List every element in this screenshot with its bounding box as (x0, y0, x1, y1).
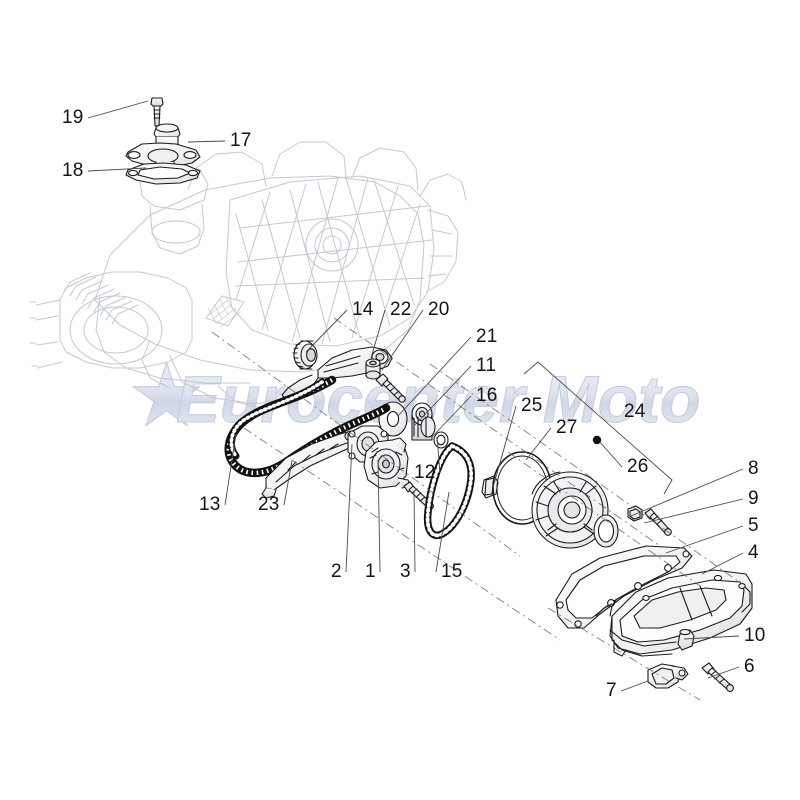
part-10-dowel-pin (677, 628, 695, 651)
callout-label-8: 8 (748, 458, 759, 479)
leader-line-10 (683, 635, 740, 640)
part-5-sump-gasket (555, 545, 693, 629)
leader-line-22 (370, 309, 386, 359)
part-19-bolt (150, 97, 164, 127)
callout-label-27: 27 (556, 417, 578, 438)
part-22-spacer-bush (365, 358, 381, 380)
callout-label-20: 20 (428, 299, 450, 320)
leader-line-3 (413, 491, 416, 573)
callout-label-1: 1 (365, 561, 376, 582)
callout-label-7: 7 (606, 680, 617, 701)
leader-line-2 (345, 443, 353, 573)
part-20-screw (375, 373, 406, 403)
callout-label-14: 14 (352, 299, 374, 320)
part-16-oring (433, 431, 449, 449)
leader-line-13 (224, 433, 237, 506)
assembly-axis-lines (211, 317, 743, 701)
callout-label-12: 12 (414, 462, 436, 483)
callout-label-3: 3 (400, 561, 411, 582)
part-18-gasket (125, 162, 201, 185)
callout-label-2: 2 (331, 561, 342, 582)
part-8-nut (627, 505, 643, 522)
callout-label-5: 5 (748, 515, 759, 536)
part-6-screw (701, 662, 734, 692)
part-14-sprocket (292, 340, 318, 370)
leader-line-11 (414, 365, 472, 426)
leader-line-20 (381, 309, 424, 371)
callout-label-23: 23 (258, 494, 280, 515)
callout-24-bracket (523, 361, 673, 495)
part-4-oil-sump (609, 569, 753, 657)
callout-label-25: 25 (521, 395, 543, 416)
part-13-timing-chain (224, 375, 391, 477)
callout-label-22: 22 (390, 299, 412, 320)
leader-line-18 (87, 167, 147, 172)
callout-label-26: 26 (627, 456, 649, 477)
callout-label-6: 6 (744, 656, 755, 677)
callout-label-18: 18 (62, 160, 84, 181)
leader-line-14 (305, 309, 348, 353)
leader-line-9 (643, 498, 744, 524)
leader-line-8 (630, 468, 744, 517)
part-11-drive-bearing (411, 402, 436, 441)
callout-label-9: 9 (748, 488, 759, 509)
leader-line-12 (436, 436, 441, 474)
leader-line-21 (397, 336, 472, 417)
leader-line-1 (377, 459, 381, 573)
leader-line-23 (283, 460, 293, 506)
leader-line-25 (493, 405, 517, 485)
callout-leader-lines (87, 100, 744, 692)
callout-label-4: 4 (748, 542, 759, 563)
part-7-strainer-bracket (647, 663, 689, 689)
callout-label-19: 19 (62, 107, 84, 128)
leader-line-5 (665, 525, 744, 554)
callout-label-11: 11 (476, 355, 497, 376)
leader-line-27 (525, 427, 552, 461)
callout-label-21: 21 (476, 326, 498, 347)
leader-line-16 (431, 395, 472, 438)
callout-label-10: 10 (744, 625, 766, 646)
part-26-flywheel-rotor (531, 471, 609, 549)
leader-line-19 (87, 100, 149, 119)
callout-label-15: 15 (441, 561, 463, 582)
leader-line-26 (597, 439, 623, 468)
leader-line-4 (701, 552, 744, 575)
callout-label-17: 17 (230, 130, 252, 151)
part-24-group-seal (593, 514, 619, 548)
leader-line-17 (187, 140, 226, 143)
callout-label-13: 13 (199, 494, 221, 515)
leader-line-7 (620, 680, 649, 692)
callout-label-16: 16 (476, 385, 498, 406)
leader-line-6 (707, 666, 740, 679)
callout-label-24: 24 (624, 401, 646, 422)
part-1-oil-pump (363, 437, 411, 489)
leader-line-15 (435, 491, 450, 573)
part-15-pump-drive-chain (423, 442, 475, 539)
